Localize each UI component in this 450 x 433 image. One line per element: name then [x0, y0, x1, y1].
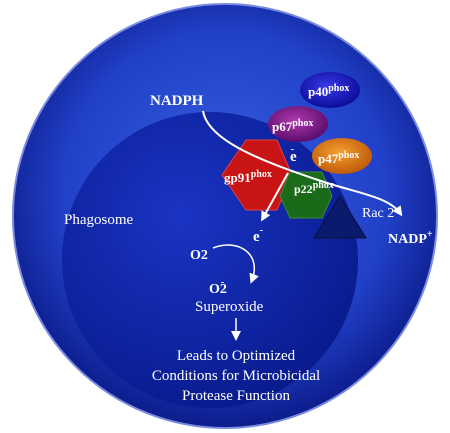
superoxide-label: Superoxide [195, 299, 264, 315]
outcome-line-2: Conditions for Microbicidal [152, 368, 320, 384]
electron-arrow [261, 172, 289, 222]
o2-to-superoxide-arrow [212, 244, 259, 284]
rac2-triangle [313, 195, 367, 239]
nadph-label: NADPH [150, 93, 204, 109]
gp91-hexagon [221, 139, 293, 211]
p22-hexagon [279, 171, 333, 219]
superoxide-formula-label: O2- [209, 277, 227, 297]
nadph-arrow [202, 110, 403, 217]
p67-label: p67phox [272, 118, 313, 134]
electron-top-label: e- [290, 144, 297, 165]
p67-ellipse [268, 106, 328, 142]
gp91-label: gp91phox [224, 169, 272, 185]
p40-ellipse [300, 72, 360, 108]
nadp-label: NADP+ [388, 229, 433, 247]
rac2-label: Rac 2 [362, 206, 394, 221]
o2-label: O2 [190, 248, 208, 263]
outcome-line-3: Protease Function [182, 388, 290, 404]
p22-label: p22phox [294, 180, 334, 196]
phagosome-label: Phagosome [64, 212, 134, 228]
p47-label: p47phox [318, 150, 359, 166]
outcome-line-1: Leads to Optimized [177, 348, 296, 364]
p47-ellipse [312, 138, 372, 174]
electron-low-label: e- [253, 225, 263, 245]
p40-label: p40phox [308, 83, 349, 99]
